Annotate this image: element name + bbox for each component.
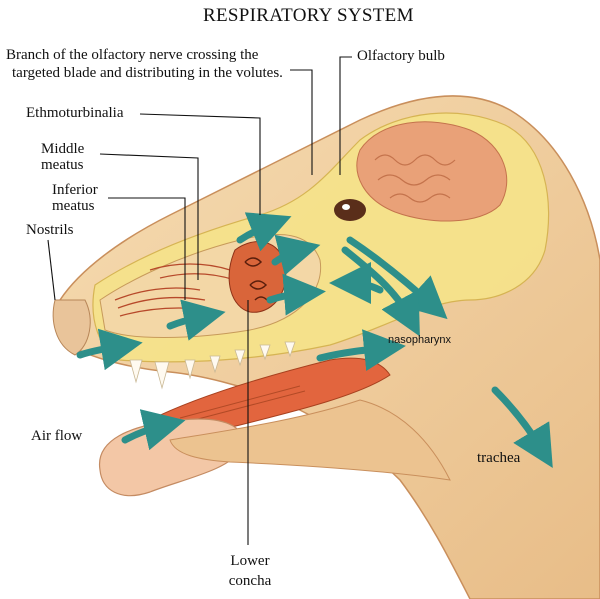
middle-meatus-leader [99, 153, 199, 280]
eye [334, 199, 366, 221]
nose-tip [52, 299, 91, 356]
label-trachea: trachea [477, 450, 521, 466]
label-branch-line1: Branch of the olfactory nerve crossing t… [6, 47, 259, 63]
label-nasopharynx: nasopharynx [388, 334, 451, 346]
label-nostrils: Nostrils [26, 222, 74, 238]
label-olfactory-bulb: Olfactory bulb [357, 48, 445, 64]
page-title: RESPIRATORY SYSTEM [203, 5, 414, 26]
brain-folds [374, 154, 456, 203]
label-ethmoturbinalia: Ethmoturbinalia [26, 105, 124, 121]
label-middle-meatus-1: Middle [41, 141, 85, 157]
concha-volutes [244, 257, 268, 301]
label-branch-line2: targeted blade and distributing in the v… [12, 65, 283, 81]
ethmoturbinalia-leader [139, 113, 261, 215]
brain [356, 121, 508, 222]
inferior-meatus-leader [108, 197, 186, 300]
label-inferior-meatus-1: Inferior [52, 182, 98, 198]
label-lower-concha-1: Lower [230, 553, 270, 569]
olfactory-bulb-leader [339, 56, 352, 175]
label-middle-meatus-2: meatus [41, 157, 84, 173]
label-inferior-meatus-2: meatus [52, 198, 95, 214]
label-air-flow: Air flow [31, 428, 83, 444]
label-lower-concha-2: concha [228, 573, 272, 589]
leader-lines [47, 56, 352, 545]
airflow-arrows [76, 212, 553, 469]
branch-leader [290, 69, 313, 175]
chin [169, 399, 451, 481]
eye-highlight [342, 204, 350, 210]
nostrils-leader [47, 239, 56, 301]
